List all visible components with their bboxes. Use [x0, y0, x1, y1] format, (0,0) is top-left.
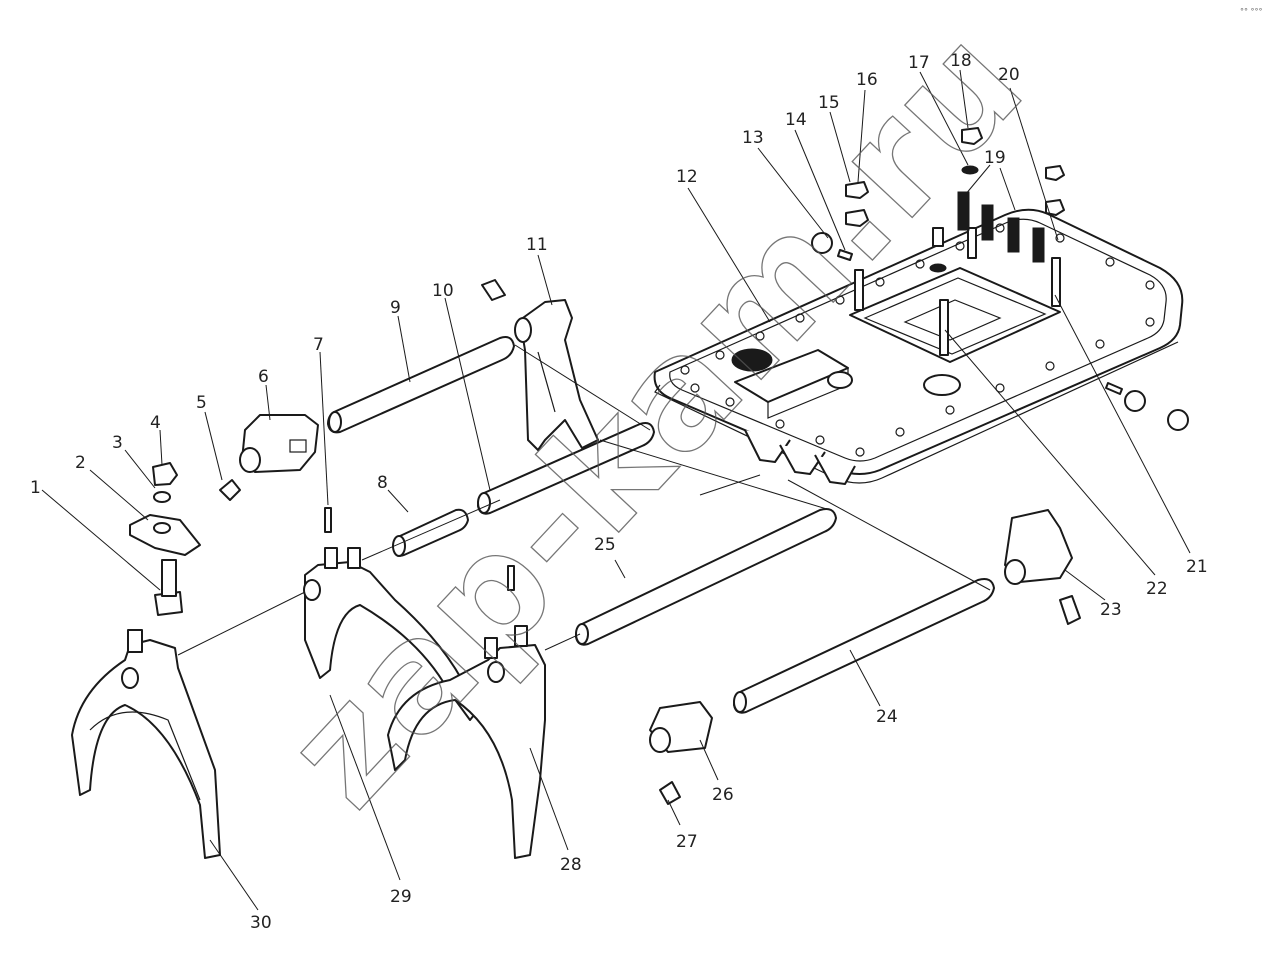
shift-fork-28: [387, 625, 546, 859]
callout-8: 8: [377, 473, 388, 493]
pins: [324, 507, 515, 591]
plugs: [219, 279, 1081, 805]
callout-22: 22: [1146, 579, 1168, 599]
callout-4: 4: [150, 413, 161, 433]
callout-24: 24: [876, 707, 898, 727]
callout-9: 9: [390, 298, 401, 318]
callout-23: 23: [1100, 600, 1122, 620]
callout-2: 2: [75, 453, 86, 473]
callout-28: 28: [560, 855, 582, 875]
corner-mark: °° °°°: [1240, 7, 1263, 16]
callout-25: 25: [594, 535, 616, 555]
callout-7: 7: [313, 335, 324, 355]
callout-labels: 1 2 3 4 5 6 7 8 9 10 11 12 13 14 15 16 1…: [30, 51, 1208, 933]
callout-6: 6: [258, 367, 269, 387]
callout-21: 21: [1186, 557, 1208, 577]
pivot-assembly: [129, 462, 201, 616]
callout-27: 27: [676, 832, 698, 852]
cover-plate: [653, 208, 1184, 485]
nuts-and-washers: [811, 127, 1065, 273]
callout-26: 26: [712, 785, 734, 805]
callout-30: 30: [250, 913, 272, 933]
shift-lever-11: [514, 299, 599, 451]
o-rings: [1105, 382, 1189, 431]
callout-3: 3: [112, 433, 123, 453]
callout-12: 12: [676, 167, 698, 187]
shift-fork-29: [303, 547, 479, 721]
callout-14: 14: [785, 110, 807, 130]
callout-1: 1: [30, 478, 41, 498]
callout-16: 16: [856, 70, 878, 90]
callout-17: 17: [908, 53, 930, 73]
callout-18: 18: [950, 51, 972, 71]
leader-lines: [41, 69, 1191, 911]
callout-15: 15: [818, 93, 840, 113]
callout-10: 10: [432, 281, 454, 301]
shift-fork-30: [71, 629, 221, 859]
callout-20: 20: [998, 65, 1020, 85]
callout-19: 19: [984, 148, 1006, 168]
springs: [957, 191, 1045, 263]
collars: [649, 509, 1073, 753]
selector-block-6: [239, 414, 319, 473]
shift-rails: [327, 336, 995, 714]
callout-11: 11: [526, 235, 548, 255]
callout-13: 13: [742, 128, 764, 148]
callout-29: 29: [390, 887, 412, 907]
callout-5: 5: [196, 393, 207, 413]
